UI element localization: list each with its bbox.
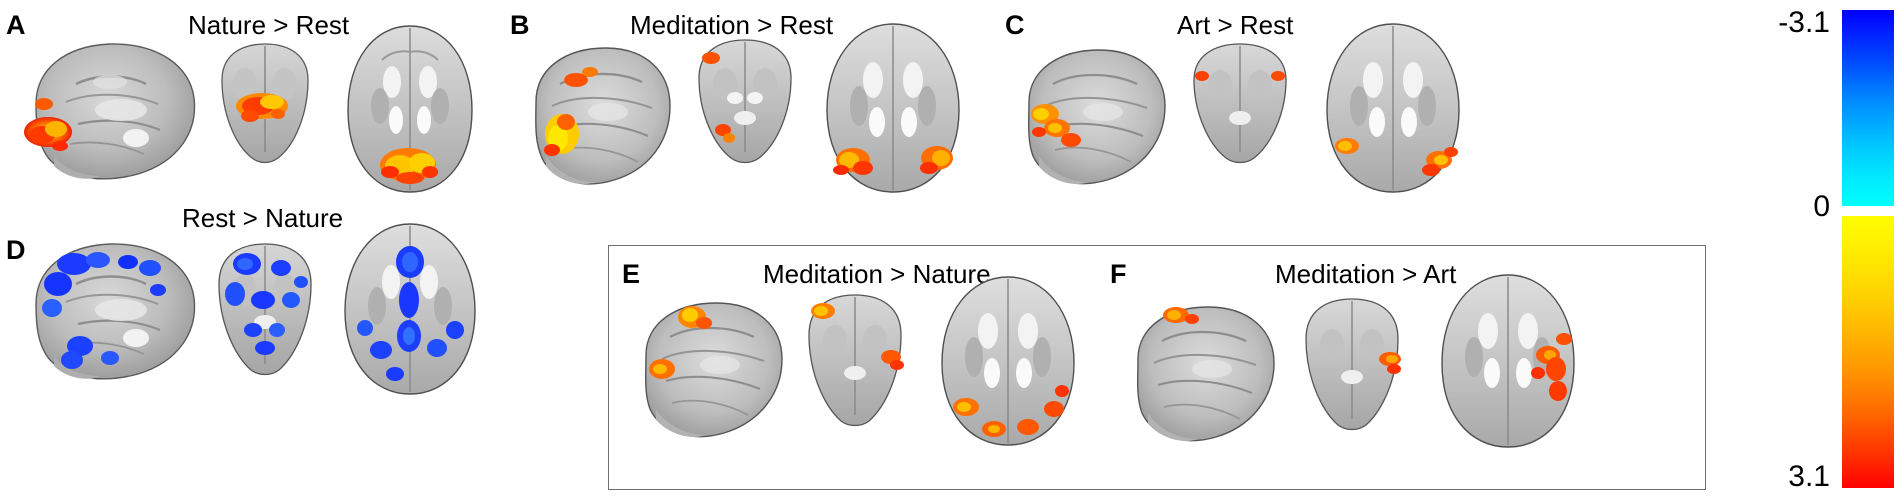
panel-e: E Meditation > Nature — [608, 245, 1108, 490]
colorbar-bottom-label: 3.1 — [1788, 460, 1830, 493]
slice-b-axial — [805, 18, 980, 198]
panel-b: B Meditation > Rest — [500, 0, 995, 200]
panel-f: F Meditation > Art — [1100, 245, 1610, 490]
colorbar: -3.1 0 3.1 — [1716, 0, 1897, 497]
slice-c-sagittal — [1013, 42, 1178, 192]
panel-d: D Rest > Nature — [0, 200, 500, 497]
panel-title-d: Rest > Nature — [182, 203, 344, 233]
panel-letter-e: E — [622, 259, 641, 289]
panel-c: C Art > Rest — [995, 0, 1495, 200]
slice-d-coronal — [205, 238, 325, 388]
colorbar-zero-label: 0 — [1813, 190, 1830, 223]
panel-title-f: Meditation > Art — [1275, 259, 1457, 289]
slice-d-axial — [325, 218, 495, 400]
slice-d-sagittal — [18, 232, 208, 397]
colorbar-positive-gradient — [1842, 216, 1894, 488]
slice-f-sagittal — [1122, 299, 1282, 449]
slice-e-sagittal — [630, 295, 790, 445]
slice-b-coronal — [685, 34, 805, 174]
slice-b-sagittal — [520, 40, 680, 195]
panel-title-b: Meditation > Rest — [630, 10, 834, 40]
slice-c-coronal — [1180, 38, 1300, 173]
slice-f-coronal — [1290, 293, 1415, 443]
panel-letter-d: D — [6, 235, 26, 265]
panel-title-c: Art > Rest — [1177, 10, 1294, 40]
colorbar-top-label: -3.1 — [1778, 6, 1830, 39]
panel-letter-b: B — [510, 10, 530, 40]
panel-letter-f: F — [1110, 259, 1127, 289]
panel-title-a: Nature > Rest — [188, 10, 350, 40]
slice-a-sagittal — [18, 32, 208, 192]
slice-c-axial — [1305, 18, 1480, 198]
panel-title-e: Meditation > Nature — [763, 259, 991, 289]
panel-letter-a: A — [6, 10, 26, 40]
slice-e-axial — [920, 271, 1095, 451]
slice-f-axial — [1418, 269, 1598, 454]
slice-a-axial — [330, 20, 490, 200]
colorbar-negative-gradient — [1842, 10, 1894, 206]
panel-letter-c: C — [1005, 10, 1025, 40]
slice-a-coronal — [210, 40, 320, 175]
panel-a: A Nature > Rest — [0, 0, 500, 200]
slice-e-coronal — [793, 289, 918, 439]
